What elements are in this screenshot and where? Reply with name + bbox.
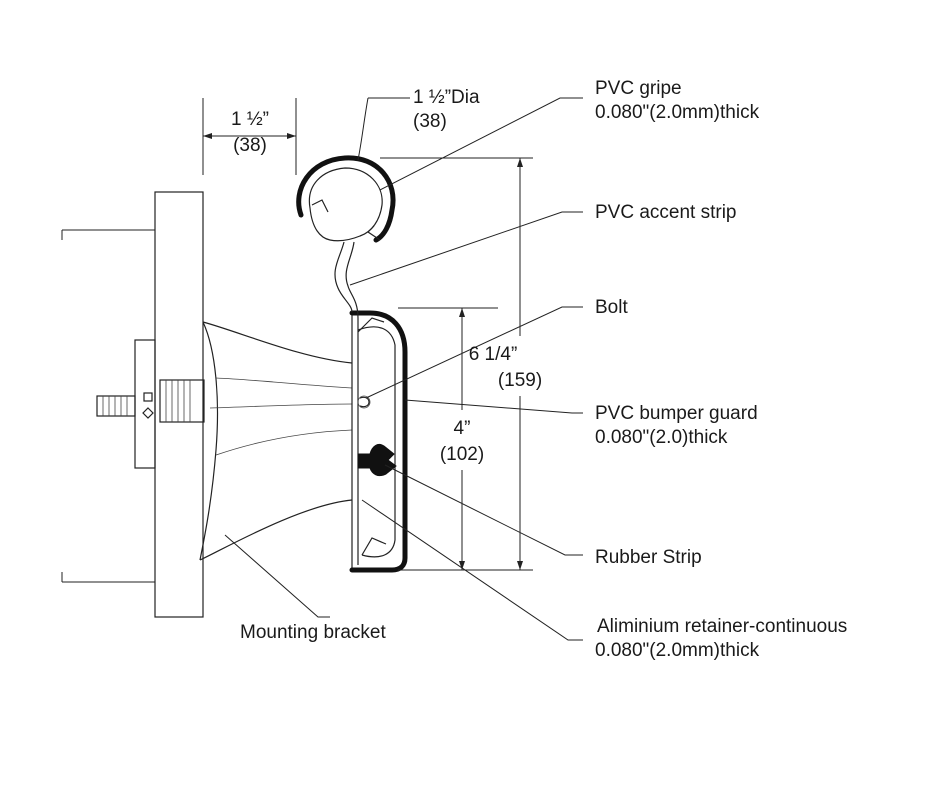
dimension-guard-height [398,307,498,570]
pvc-accent-strip-label: PVC accent strip [595,202,737,223]
dimension-overall-height [380,157,533,571]
guard-height-metric: (102) [440,444,484,465]
bolt-label: Bolt [595,297,628,318]
mounting-bracket [199,321,353,561]
diameter-dimension-label: 1 ½”Dia [413,87,480,108]
diameter-dimension-metric: (38) [413,111,447,132]
overall-height-label: 6 1/4” [469,344,518,365]
aluminium-retainer [351,311,396,570]
mounting-bracket-label: Mounting bracket [240,622,386,643]
anchor-stud [96,339,205,469]
retainer-label: Aliminium retainer-continuous [597,616,847,637]
bumper-guard-label: PVC bumper guard [595,403,758,424]
overall-height-metric: (159) [498,370,542,391]
pvc-gripe-thickness: 0.080"(2.0mm)thick [595,102,760,123]
dimension-diameter-leader [357,97,410,161]
dimension-offset [202,98,297,175]
pvc-gripe [296,155,396,243]
offset-dimension-label: 1 ½” [231,109,269,130]
wall-plate [61,191,204,618]
bumper-guard-thickness: 0.080"(2.0)thick [595,427,728,448]
rubber-strip-label: Rubber Strip [595,547,702,568]
guard-height-label: 4” [454,418,471,439]
pvc-bumper-guard [349,310,408,573]
bolt [357,395,371,409]
rubber-strip [357,443,397,477]
pvc-accent-strip [334,241,359,319]
offset-dimension-metric: (38) [233,135,267,156]
pvc-gripe-label: PVC gripe [595,78,682,99]
retainer-thickness: 0.080"(2.0mm)thick [595,640,760,661]
leader-lines [224,97,583,641]
